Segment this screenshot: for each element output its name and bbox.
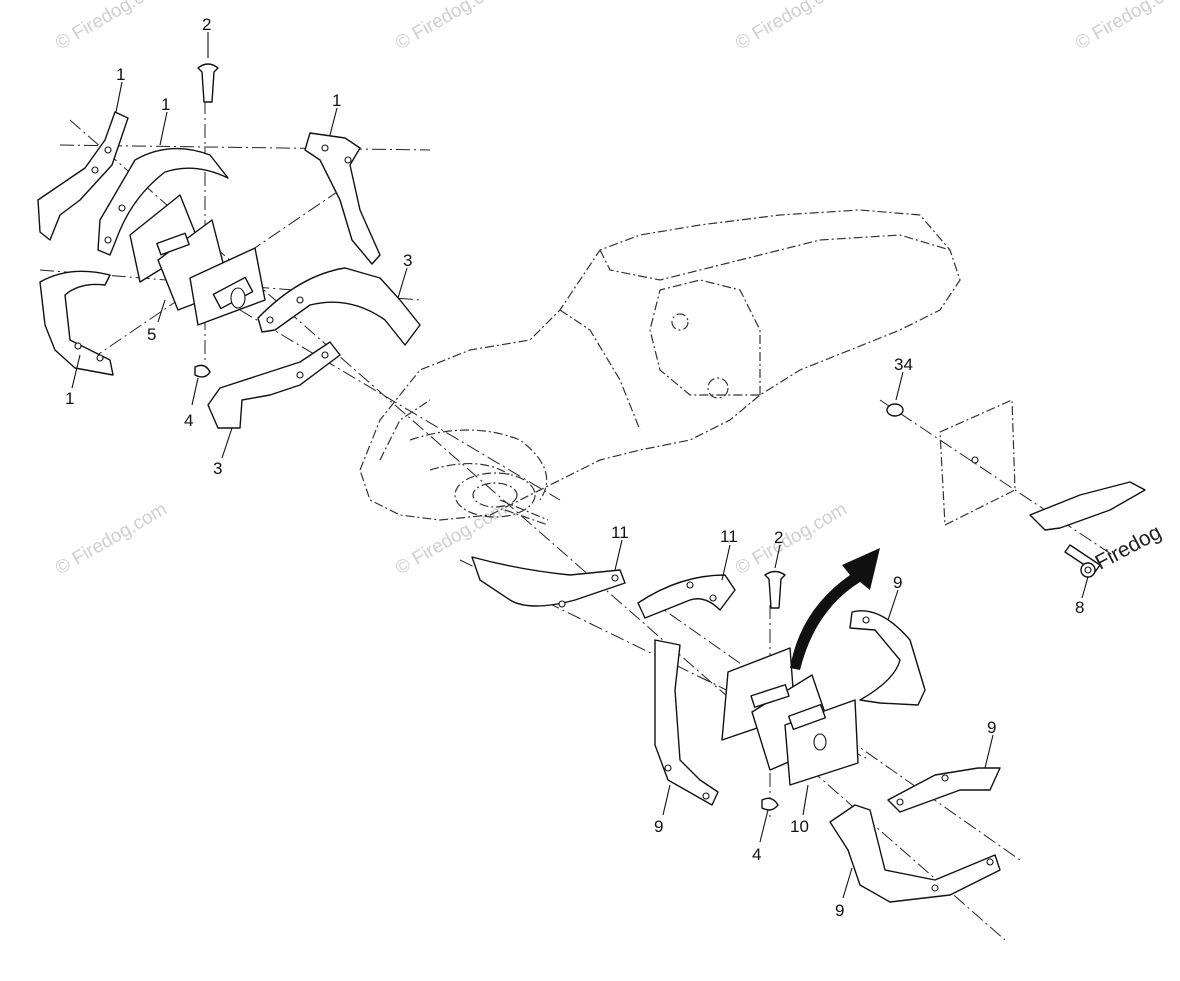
left-tine-assembly <box>37 63 421 429</box>
tine-part-1 <box>97 147 229 256</box>
tine-part-3 <box>257 267 421 346</box>
tine-part-9 <box>849 610 926 706</box>
tine-pin-2 <box>764 570 786 609</box>
callout-label: 1 <box>65 389 74 408</box>
callout-label: 11 <box>720 527 738 546</box>
callout-label: 1 <box>161 95 170 114</box>
callout-label: 8 <box>1075 598 1084 617</box>
callout-label: 9 <box>893 573 902 592</box>
callout-labels: 1 2 1 1 3 5 1 4 3 34 11 11 2 9 9 9 10 4 … <box>65 15 1084 920</box>
watermark-text: © Firedog.com <box>732 0 851 54</box>
callout-label: 1 <box>116 65 125 84</box>
callout-label: 2 <box>202 15 211 34</box>
tine-part-9 <box>829 804 1001 903</box>
hairpin-clip-4 <box>761 797 779 811</box>
watermark-text: © Firedog.com <box>1072 0 1180 54</box>
transmission-housing-phantom <box>359 209 961 526</box>
callout-label: 3 <box>213 459 222 478</box>
tine-part-11 <box>471 556 626 607</box>
tine-part-9 <box>1029 481 1146 531</box>
tine-part-3 <box>207 341 341 429</box>
callout-label: 5 <box>147 325 156 344</box>
tine-part-9 <box>654 639 719 806</box>
callout-label: 34 <box>894 355 913 374</box>
leader-lines <box>71 32 1089 899</box>
callout-label: 4 <box>752 845 761 864</box>
watermark-text: © Firedog.com <box>52 499 171 580</box>
tine-pin-2 <box>197 63 219 103</box>
rotation-arrow-icon <box>790 548 880 670</box>
tine-part-9 <box>887 767 1001 813</box>
tine-part-11 <box>637 574 736 619</box>
callout-label: 4 <box>184 411 193 430</box>
tine-part-1 <box>39 270 114 376</box>
right-tine-assembly <box>471 548 1001 903</box>
watermark-text: © Firedog.com <box>392 0 511 54</box>
watermark-corner-text: Firedog <box>1092 521 1166 575</box>
tine-part-1 <box>304 132 381 265</box>
watermark-text: © Firedog.com <box>732 499 851 580</box>
hairpin-clip-4 <box>194 364 211 378</box>
callout-label: 3 <box>403 251 412 270</box>
callout-label: 10 <box>790 817 809 836</box>
watermark-text: © Firedog.com <box>52 0 171 54</box>
nut-34 <box>886 403 904 417</box>
assembly-axes <box>39 100 1121 941</box>
callout-label: 11 <box>611 523 629 542</box>
callout-label: 2 <box>774 528 783 547</box>
tine-part-1 <box>37 111 129 241</box>
callout-label: 1 <box>332 91 341 110</box>
callout-label: 9 <box>987 718 996 737</box>
side-detail-assembly <box>886 399 1146 578</box>
callout-label: 9 <box>654 817 663 836</box>
callout-label: 9 <box>835 901 844 920</box>
